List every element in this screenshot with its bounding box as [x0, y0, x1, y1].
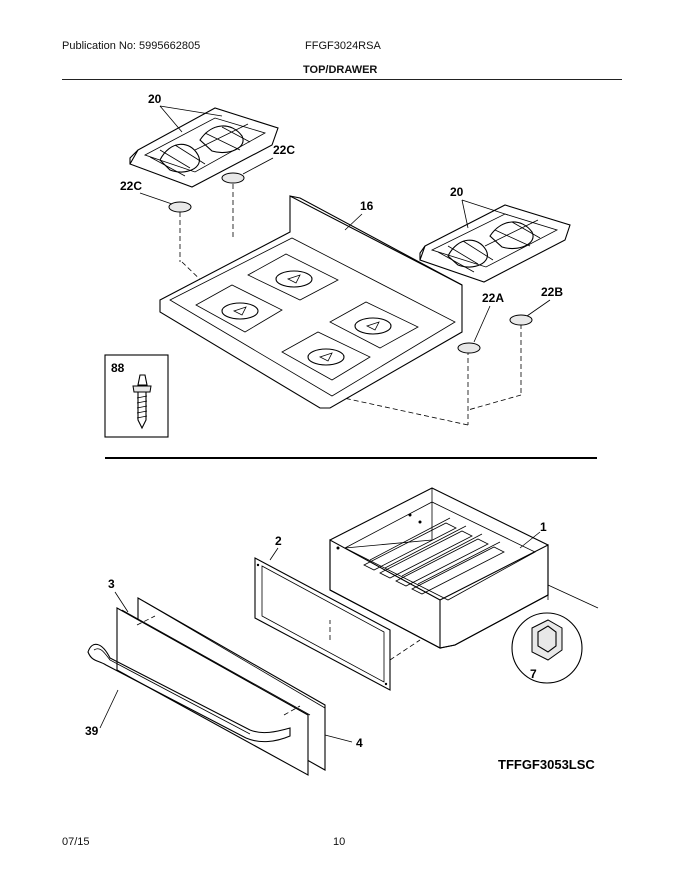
footer-date: 07/15: [62, 836, 90, 848]
drawer-panel: [254, 557, 391, 691]
label-drawer-front: 3: [108, 577, 115, 591]
label-handle: 39: [85, 724, 99, 738]
label-glide: 7: [530, 667, 537, 681]
publication-number: Publication No: 5995662805: [62, 40, 201, 52]
callout-drawer-front: 3: [108, 577, 129, 613]
label-cooktop: 16: [360, 199, 374, 213]
callout-cooktop: 16: [344, 199, 374, 231]
cooktop: [159, 195, 463, 409]
label-cap-22a: 22A: [482, 291, 504, 305]
hardware-box: 88: [104, 354, 169, 438]
model-number: FFGF3024RSA: [305, 40, 381, 52]
callout-front-trim: 4: [324, 734, 363, 750]
footer-page-number: 10: [333, 836, 346, 848]
label-cap-22b: 22B: [541, 285, 563, 299]
grate-right: [419, 204, 571, 283]
label-cap-left-upper: 22C: [273, 143, 295, 157]
callout-handle: 39: [85, 689, 119, 738]
callout-grate-right: 20: [450, 185, 509, 229]
label-cap-left-lower: 22C: [120, 179, 142, 193]
grate-left: [129, 107, 279, 188]
cap-22b: 22B: [509, 285, 563, 326]
section-title: TOP/DRAWER: [303, 64, 378, 76]
label-hardware: 88: [111, 361, 125, 375]
callout-grate-left: 20: [148, 92, 223, 133]
callout-drawer-body: 1: [519, 520, 547, 549]
label-grate-right: 20: [450, 185, 464, 199]
drawer-front: [116, 607, 311, 776]
label-drawer-panel: 2: [275, 534, 282, 548]
glide-detail: 7: [511, 584, 599, 684]
drawer-handle: [87, 643, 291, 743]
diagram-code: TFFGF3053LSC: [498, 757, 595, 772]
header-rule: [62, 79, 622, 80]
label-front-trim: 4: [356, 736, 363, 750]
callout-drawer-panel: 2: [269, 534, 282, 561]
label-grate-left: 20: [148, 92, 162, 106]
cap-left-lower: 22C: [120, 179, 192, 213]
label-drawer-body: 1: [540, 520, 547, 534]
cap-left-upper: 22C: [221, 143, 295, 184]
cap-22a: 22A: [457, 291, 504, 354]
